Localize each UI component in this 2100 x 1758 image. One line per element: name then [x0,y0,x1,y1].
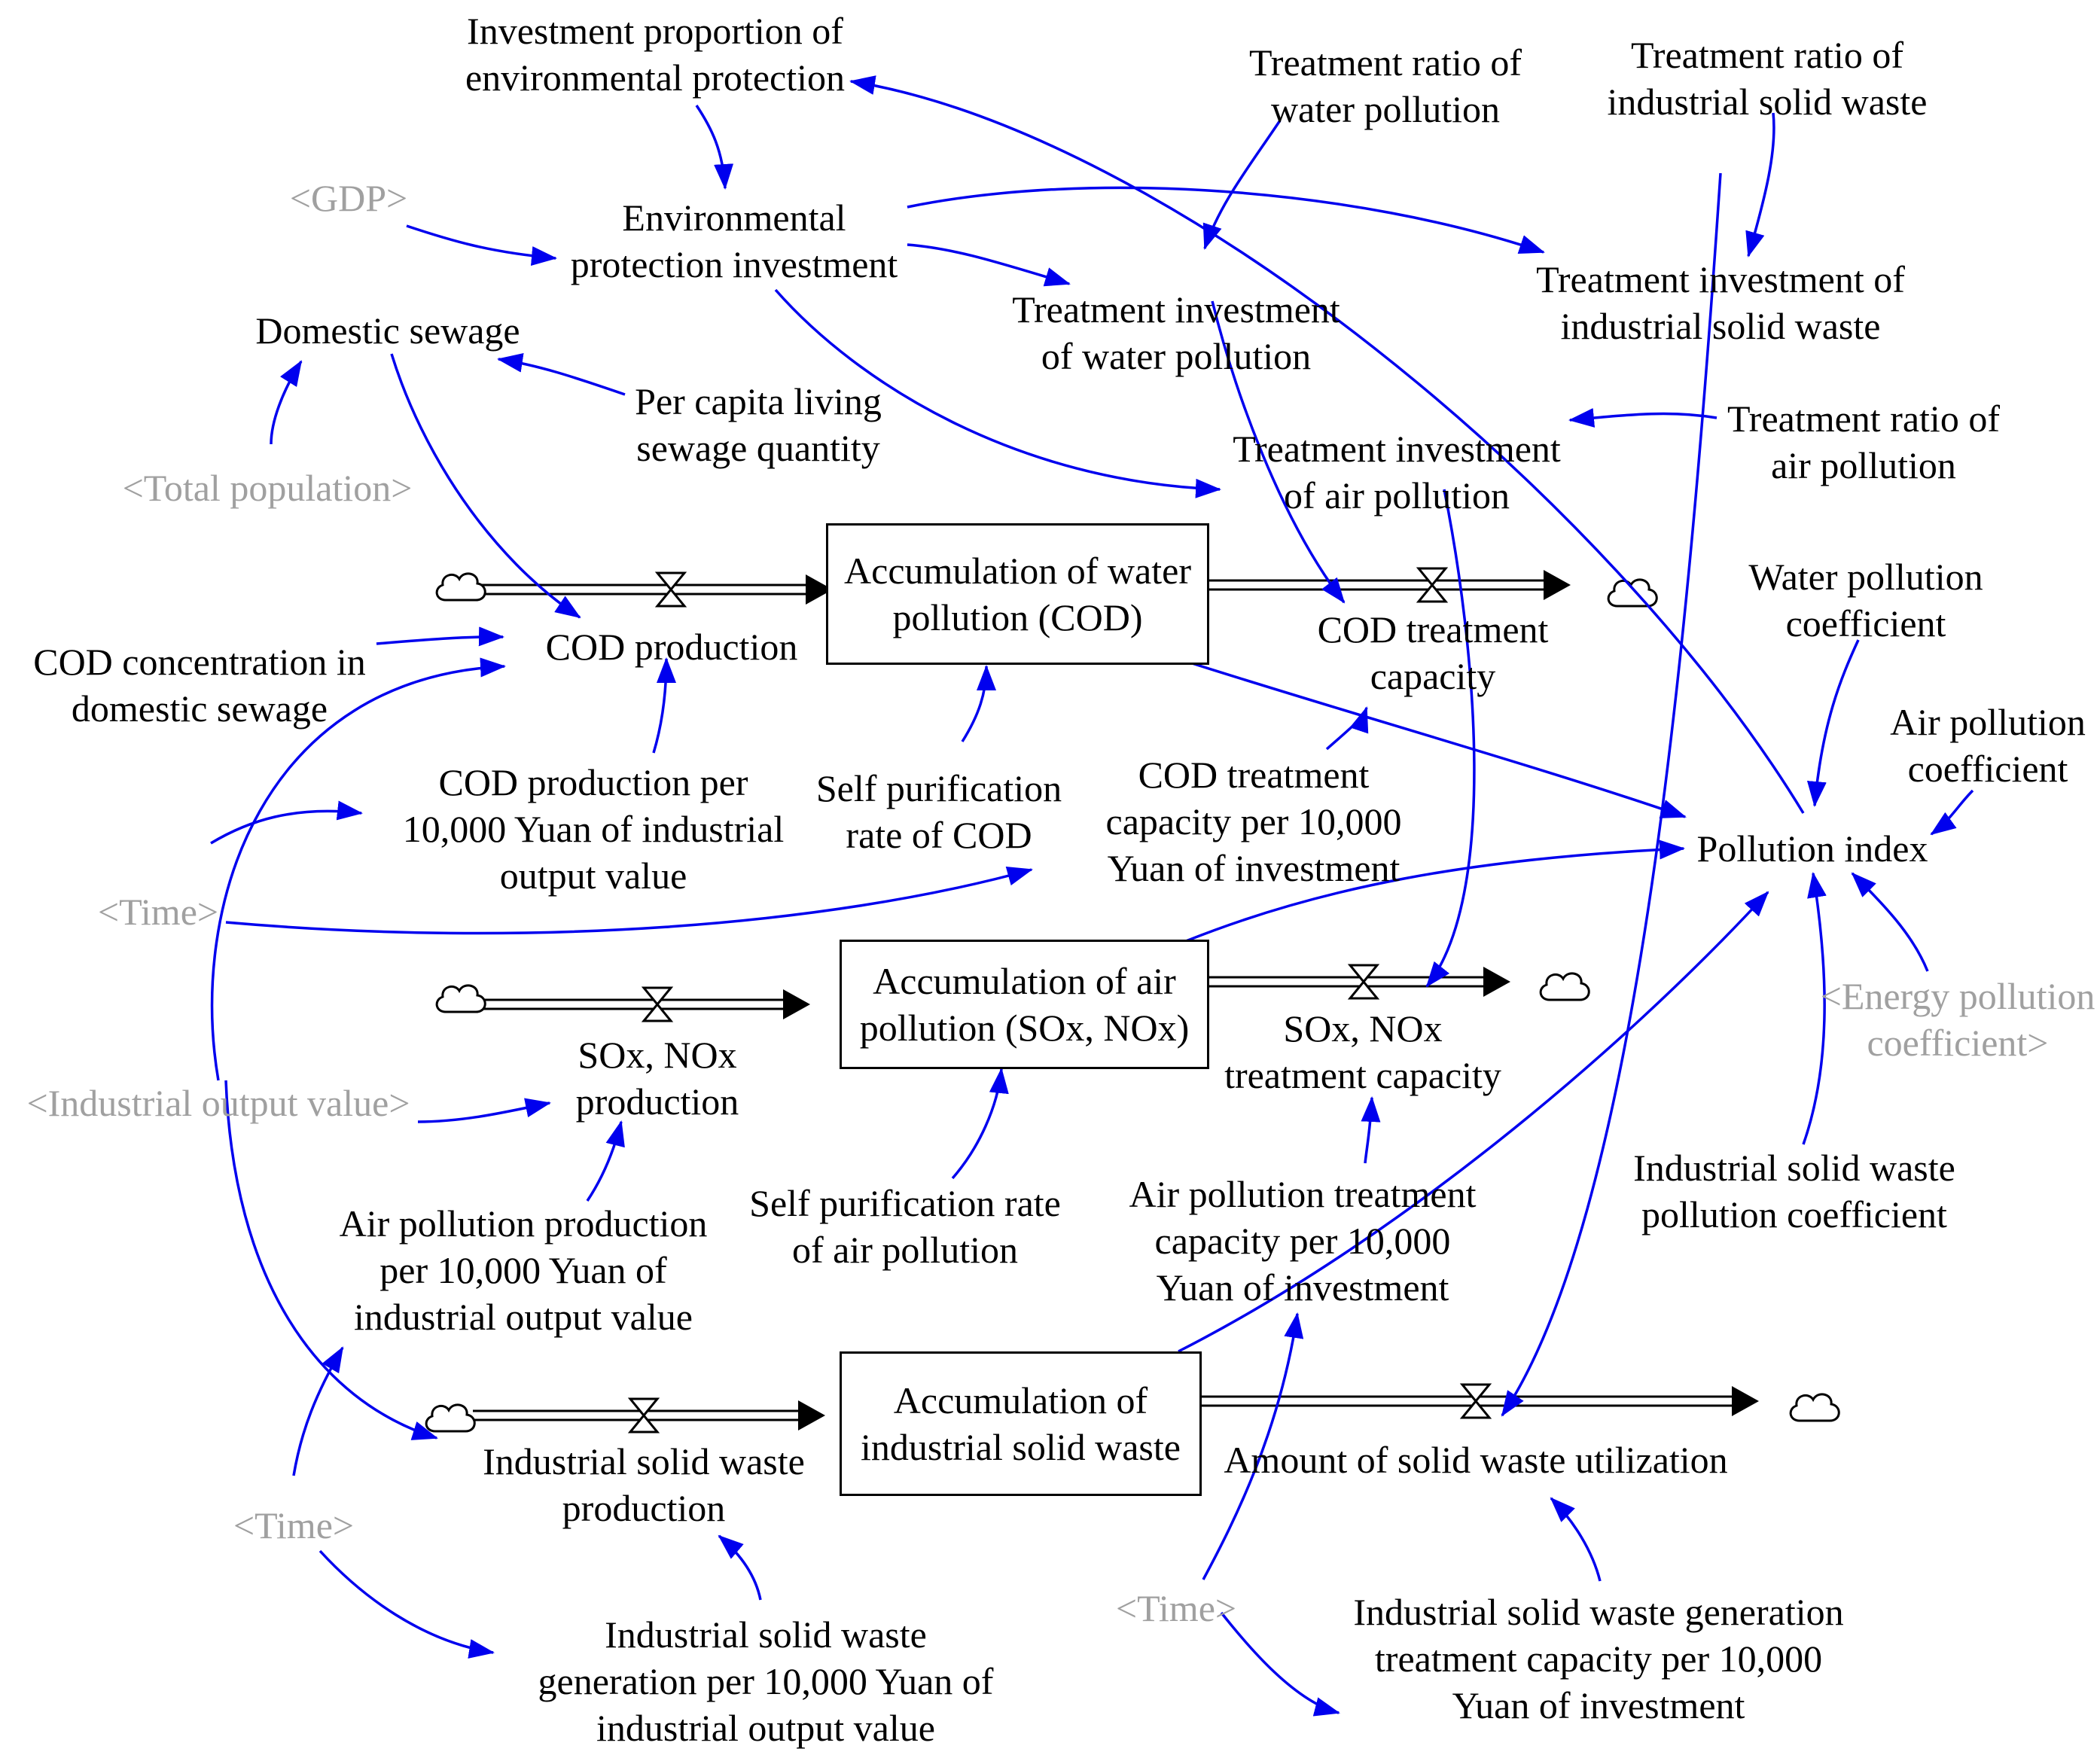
stock-water-pollution[interactable]: Accumulation of water pollution (COD) [826,523,1209,665]
flow-arrowheads [783,570,1759,1430]
solid-waste-production-label[interactable]: Industrial solid waste production [483,1440,805,1529]
cod-treatment-capacity-label[interactable]: COD treatment capacity [1317,608,1549,697]
sox-nox-production-label[interactable]: SOx, NOx production [575,1034,739,1123]
environmental-protection-investment-label[interactable]: Environmental protection investment [570,197,898,285]
per-capita-sewage-label[interactable]: Per capita living sewage quantity [635,380,882,469]
valve-icon [1461,1383,1491,1419]
gdp-shadow-label[interactable]: <GDP> [289,177,408,219]
cloud-sink-icon [1789,1393,1840,1422]
solid-waste-treatment-per-label[interactable]: Industrial solid waste generation treatm… [1353,1591,1844,1726]
industrial-output-value-shadow-label[interactable]: <Industrial output value> [26,1082,410,1124]
air-treatment-per-label[interactable]: Air pollution treatment capacity per 10,… [1129,1173,1477,1309]
valve-icon [656,571,686,608]
air-pollution-production-per-label[interactable]: Air pollution production per 10,000 Yuan… [339,1202,708,1338]
cloud-sink-icon [1607,578,1658,608]
self-purification-cod-label[interactable]: Self purification rate of COD [815,767,1062,856]
stock-industrial-solid-waste-label: Accumulation of industrial solid waste [861,1379,1181,1468]
cloud-source-icon [435,984,486,1013]
valve-icon [1417,567,1447,603]
cod-production-label[interactable]: COD production [545,626,798,668]
solid-waste-pollution-coefficient-label[interactable]: Industrial solid waste pollution coeffic… [1633,1147,1955,1235]
time-shadow-label-2[interactable]: <Time> [233,1504,355,1546]
pollution-index-label[interactable]: Pollution index [1696,827,1928,870]
investment-proportion-label[interactable]: Investment proportion of environmental p… [465,10,846,99]
domestic-sewage-label[interactable]: Domestic sewage [255,309,520,352]
treatment-investment-water-label[interactable]: Treatment investment of water pollution [1012,288,1340,377]
time-shadow-label-3[interactable]: <Time> [1115,1587,1237,1629]
treatment-ratio-air-label[interactable]: Treatment ratio of air pollution [1727,398,2000,486]
stock-industrial-solid-waste[interactable]: Accumulation of industrial solid waste [840,1351,1202,1496]
cloud-source-icon [435,572,486,602]
causal-links [210,75,1974,1717]
valve-icon [642,986,672,1022]
cod-concentration-label[interactable]: COD concentration in domestic sewage [33,641,366,730]
cloud-source-icon [425,1403,476,1433]
stock-air-pollution-label: Accumulation of air pollution (SOx, NOx) [859,960,1190,1049]
air-pollution-coefficient-label[interactable]: Air pollution coefficient [1890,701,2086,790]
time-shadow-label-1[interactable]: <Time> [97,891,219,933]
stock-air-pollution[interactable]: Accumulation of air pollution (SOx, NOx) [840,940,1209,1069]
treatment-ratio-solid-label[interactable]: Treatment ratio of industrial solid wast… [1607,34,1928,123]
treatment-ratio-water-label[interactable]: Treatment ratio of water pollution [1249,41,1522,130]
treatment-investment-solid-label[interactable]: Treatment investment of industrial solid… [1536,258,1905,347]
valve-icon [629,1397,659,1434]
solid-waste-utilization-label[interactable]: Amount of solid waste utilization [1224,1439,1728,1481]
cloud-sink-icon [1539,972,1590,1001]
stock-water-pollution-label: Accumulation of water pollution (COD) [844,550,1191,638]
valve-icon [1349,964,1379,1000]
self-purification-air-label[interactable]: Self purification rate of air pollution [749,1182,1061,1271]
total-population-shadow-label[interactable]: <Total population> [122,467,413,509]
solid-waste-generation-per-label[interactable]: Industrial solid waste generation per 10… [538,1613,994,1749]
flow-pipes [473,579,1732,1421]
cod-treatment-per-label[interactable]: COD treatment capacity per 10,000 Yuan o… [1105,754,1402,889]
cod-production-per-label[interactable]: COD production per 10,000 Yuan of indust… [402,761,785,897]
sox-nox-treatment-capacity-label[interactable]: SOx, NOx treatment capacity [1224,1007,1501,1096]
treatment-investment-air-label[interactable]: Treatment investment of air pollution [1233,428,1561,516]
energy-pollution-coefficient-shadow-label[interactable]: <Energy pollution coefficient> [1820,975,2095,1064]
water-pollution-coefficient-label[interactable]: Water pollution coefficient [1748,556,1983,644]
